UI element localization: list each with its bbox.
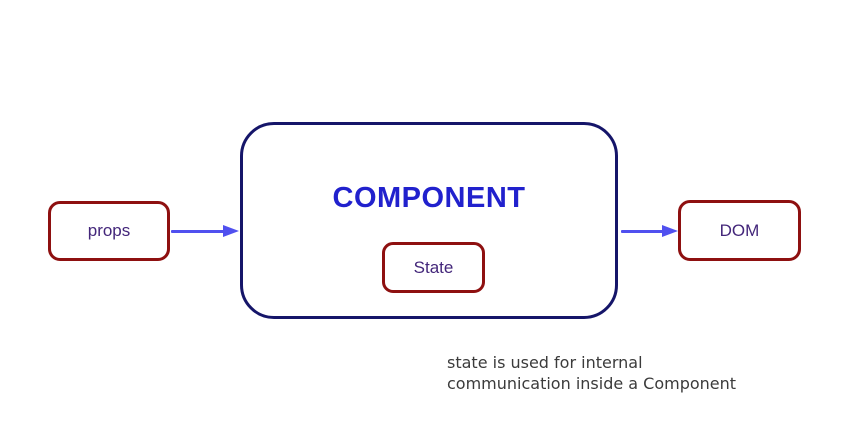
props-box: props <box>48 201 170 261</box>
state-box-label: State <box>413 257 454 277</box>
component-to-dom-arrow-icon <box>621 224 678 238</box>
dom-box: DOM <box>678 200 801 261</box>
caption-line-1: state is used for internal <box>447 353 643 372</box>
props-to-component-arrow-icon <box>171 224 239 238</box>
arrow-line <box>171 230 226 233</box>
caption-line-2: communication inside a Component <box>447 374 737 393</box>
component-title: COMPONENT <box>332 182 526 214</box>
arrow-head-icon <box>662 225 678 237</box>
props-box-label: props <box>87 221 131 240</box>
component-box: COMPONENT State <box>240 122 618 319</box>
caption: state is used for internal communication… <box>447 352 736 394</box>
dom-box-label: DOM <box>719 220 760 240</box>
arrow-head-icon <box>223 225 239 237</box>
state-box: State <box>382 242 485 293</box>
arrow-line <box>621 230 665 233</box>
